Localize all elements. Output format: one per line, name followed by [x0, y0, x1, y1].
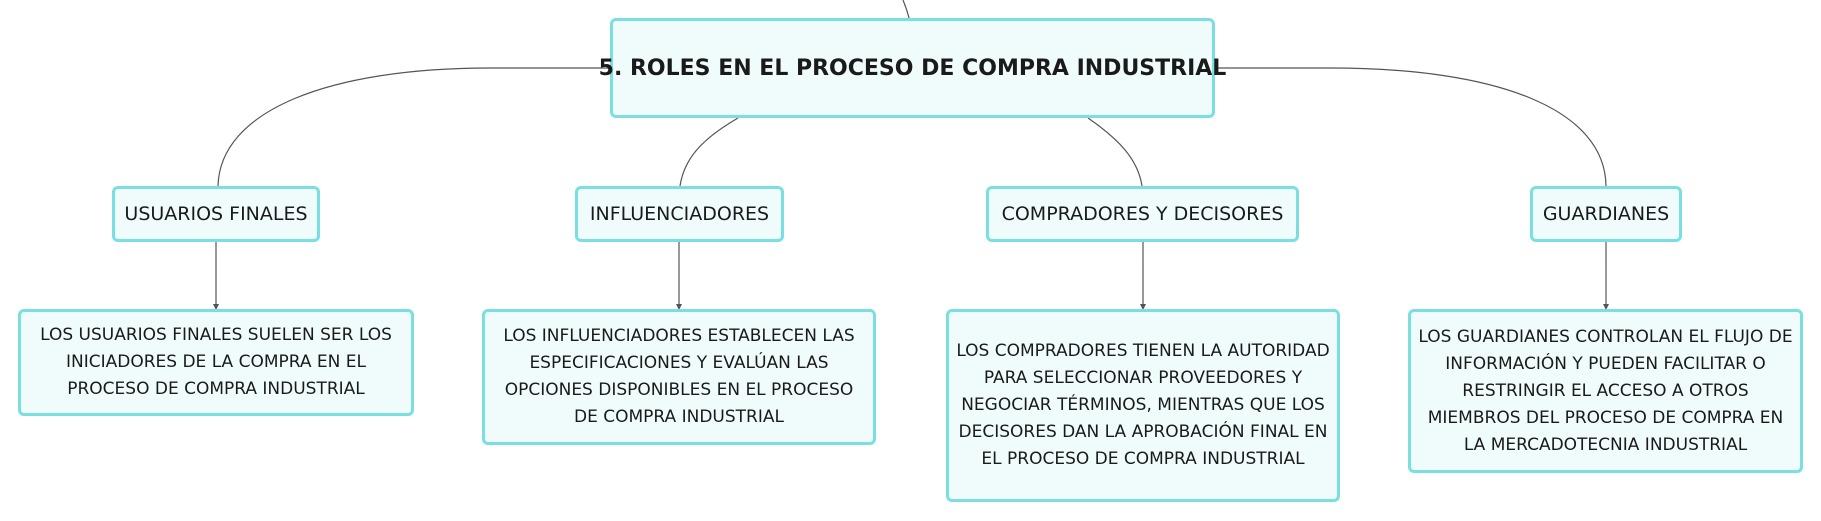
connector-root-cat-1 — [217, 67, 610, 187]
description-node-compradores-y-decisores[interactable]: LOS COMPRADORES TIENEN LA AUTORIDAD PARA… — [946, 309, 1340, 502]
description-node-usuarios-finales[interactable]: LOS USUARIOS FINALES SUELEN SER LOS INIC… — [18, 309, 414, 416]
category-node-guardianes[interactable]: GUARDIANES — [1530, 186, 1682, 242]
connector-root-cat-4 — [1215, 67, 1607, 187]
arrowhead-desc-3 — [1140, 304, 1146, 310]
connector-root-cat-2 — [679, 117, 739, 187]
category-label: GUARDIANES — [1542, 203, 1670, 225]
description-text: LOS INFLUENCIADORES ESTABLECEN LAS ESPEC… — [503, 326, 855, 427]
description-text: LOS USUARIOS FINALES SUELEN SER LOS INIC… — [40, 325, 392, 399]
arrowhead-desc-1 — [213, 304, 219, 310]
root-topic-node[interactable]: 5. ROLES EN EL PROCESO DE COMPRA INDUSTR… — [599, 18, 1226, 118]
description-text: LOS GUARDIANES CONTROLAN EL FLUJO DE INF… — [1418, 326, 1793, 455]
connector-root-cat-3 — [1087, 117, 1143, 187]
category-label: USUARIOS FINALES — [124, 203, 308, 225]
description-node-influenciadores[interactable]: LOS INFLUENCIADORES ESTABLECEN LAS ESPEC… — [482, 309, 876, 445]
root-topic-label: 5. ROLES EN EL PROCESO DE COMPRA INDUSTR… — [598, 55, 1227, 81]
description-text: LOS COMPRADORES TIENEN LA AUTORIDAD PARA… — [956, 341, 1330, 469]
category-label: INFLUENCIADORES — [589, 203, 770, 225]
category-node-compradores-y-decisores[interactable]: COMPRADORES Y DECISORES — [986, 186, 1299, 242]
category-node-influenciadores[interactable]: INFLUENCIADORES — [575, 186, 784, 242]
category-label: COMPRADORES Y DECISORES — [1001, 203, 1284, 225]
category-node-usuarios-finales[interactable]: USUARIOS FINALES — [112, 186, 320, 242]
arrowhead-desc-4 — [1603, 304, 1609, 310]
description-node-guardianes[interactable]: LOS GUARDIANES CONTROLAN EL FLUJO DE INF… — [1408, 309, 1803, 473]
connector-root-parent — [902, 0, 910, 19]
arrowhead-desc-2 — [676, 304, 682, 310]
